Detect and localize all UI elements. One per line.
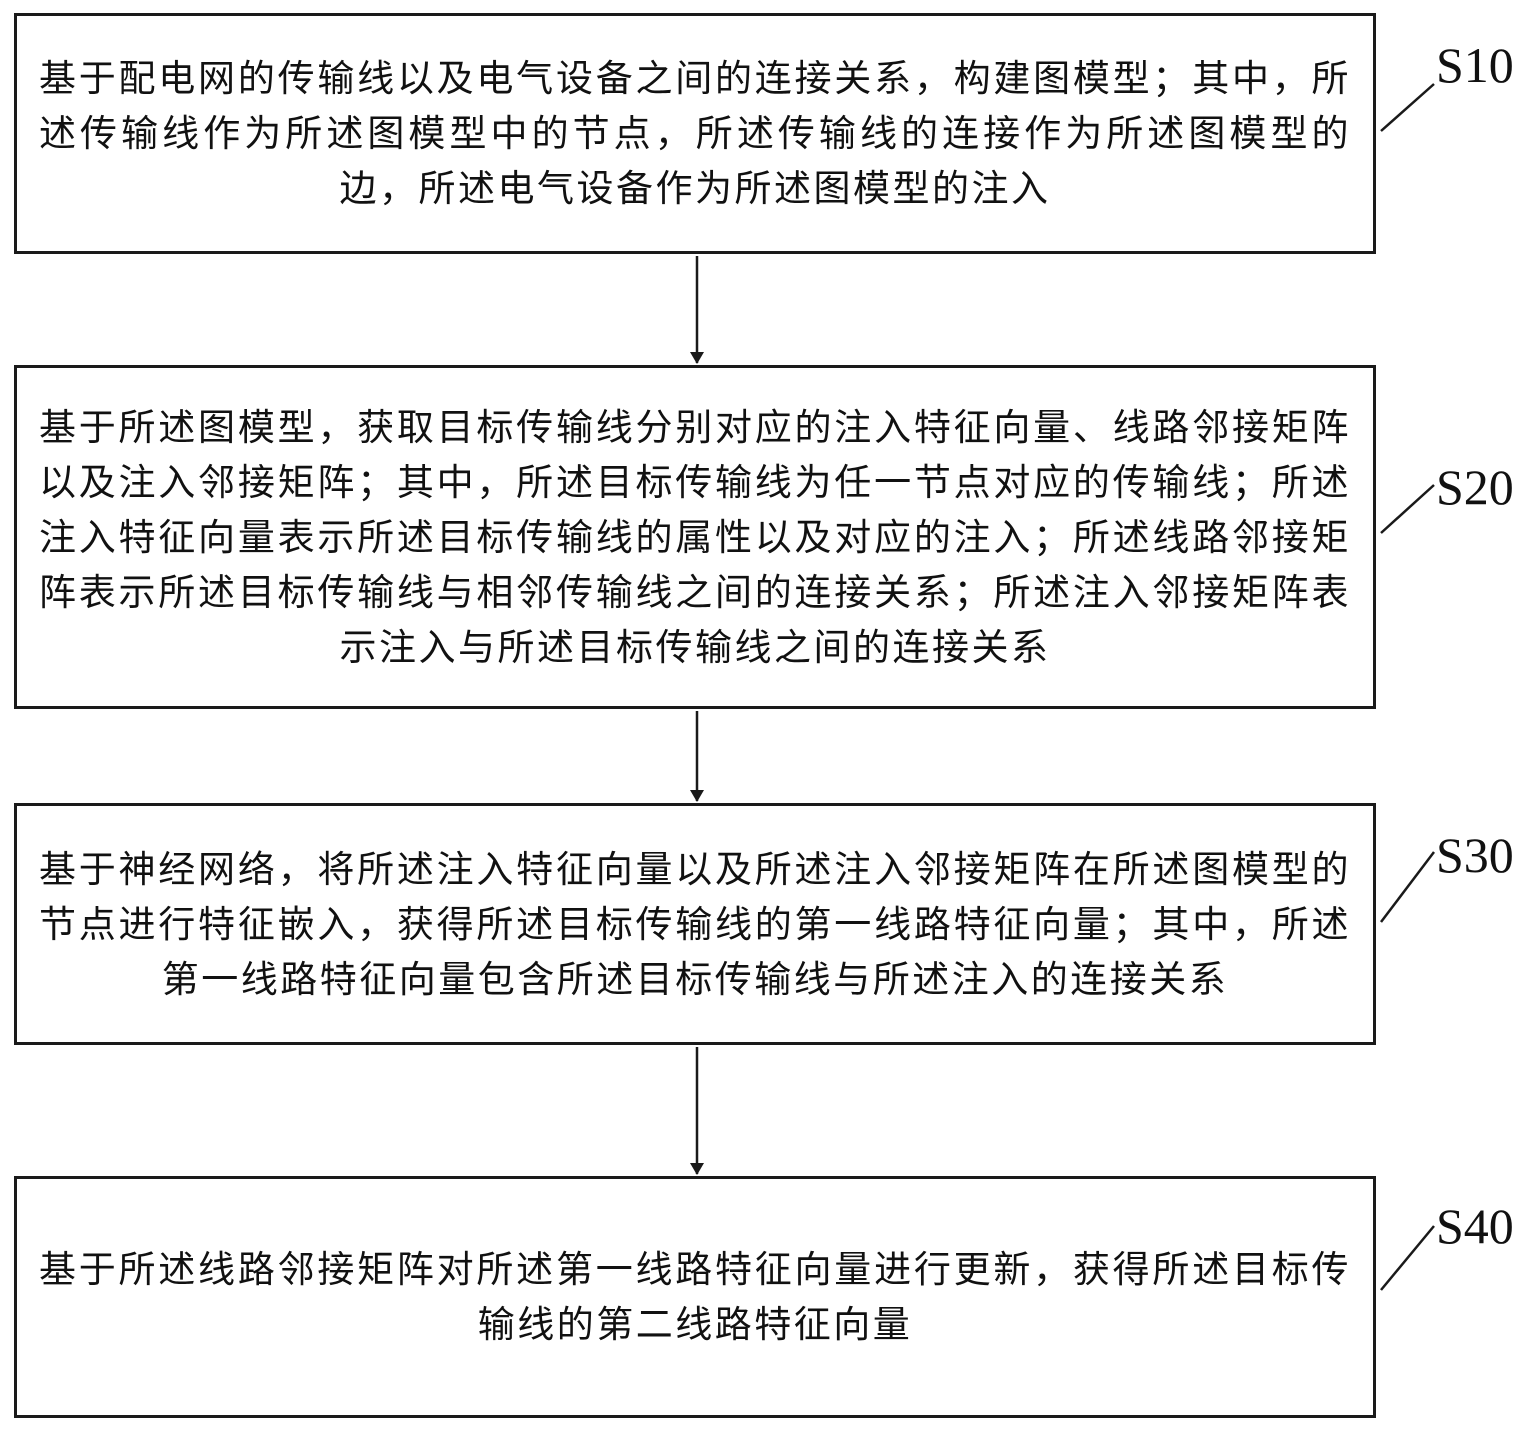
step-text-s30: 基于神经网络，将所述注入特征向量以及所述注入邻接矩阵在所述图模型的节点进行特征嵌… <box>39 847 1351 1001</box>
step-box-s40: 基于所述线路邻接矩阵对所述第一线路特征向量进行更新，获得所述目标传输线的第二线路… <box>14 1176 1376 1418</box>
step-box-s10: 基于配电网的传输线以及电气设备之间的连接关系，构建图模型；其中，所述传输线作为所… <box>14 13 1376 254</box>
step-box-s20: 基于所述图模型，获取目标传输线分别对应的注入特征向量、线路邻接矩阵以及注入邻接矩… <box>14 365 1376 709</box>
leader-line-s40 <box>1380 1225 1435 1291</box>
leader-line-s10 <box>1380 83 1435 132</box>
step-text-s10: 基于配电网的传输线以及电气设备之间的连接关系，构建图模型；其中，所述传输线作为所… <box>39 57 1351 210</box>
step-box-s30: 基于神经网络，将所述注入特征向量以及所述注入邻接矩阵在所述图模型的节点进行特征嵌… <box>14 803 1376 1045</box>
leader-line-s30 <box>1380 851 1435 923</box>
step-label-s20: S20 <box>1436 459 1514 515</box>
step-label-s30: S30 <box>1436 827 1514 883</box>
step-label-s40: S40 <box>1436 1198 1514 1254</box>
step-text-s20: 基于所述图模型，获取目标传输线分别对应的注入特征向量、线路邻接矩阵以及注入邻接矩… <box>39 405 1351 669</box>
step-text-s40: 基于所述线路邻接矩阵对所述第一线路特征向量进行更新，获得所述目标传输线的第二线路… <box>39 1248 1351 1346</box>
step-label-s10: S10 <box>1436 37 1514 93</box>
leader-line-s20 <box>1380 484 1435 534</box>
